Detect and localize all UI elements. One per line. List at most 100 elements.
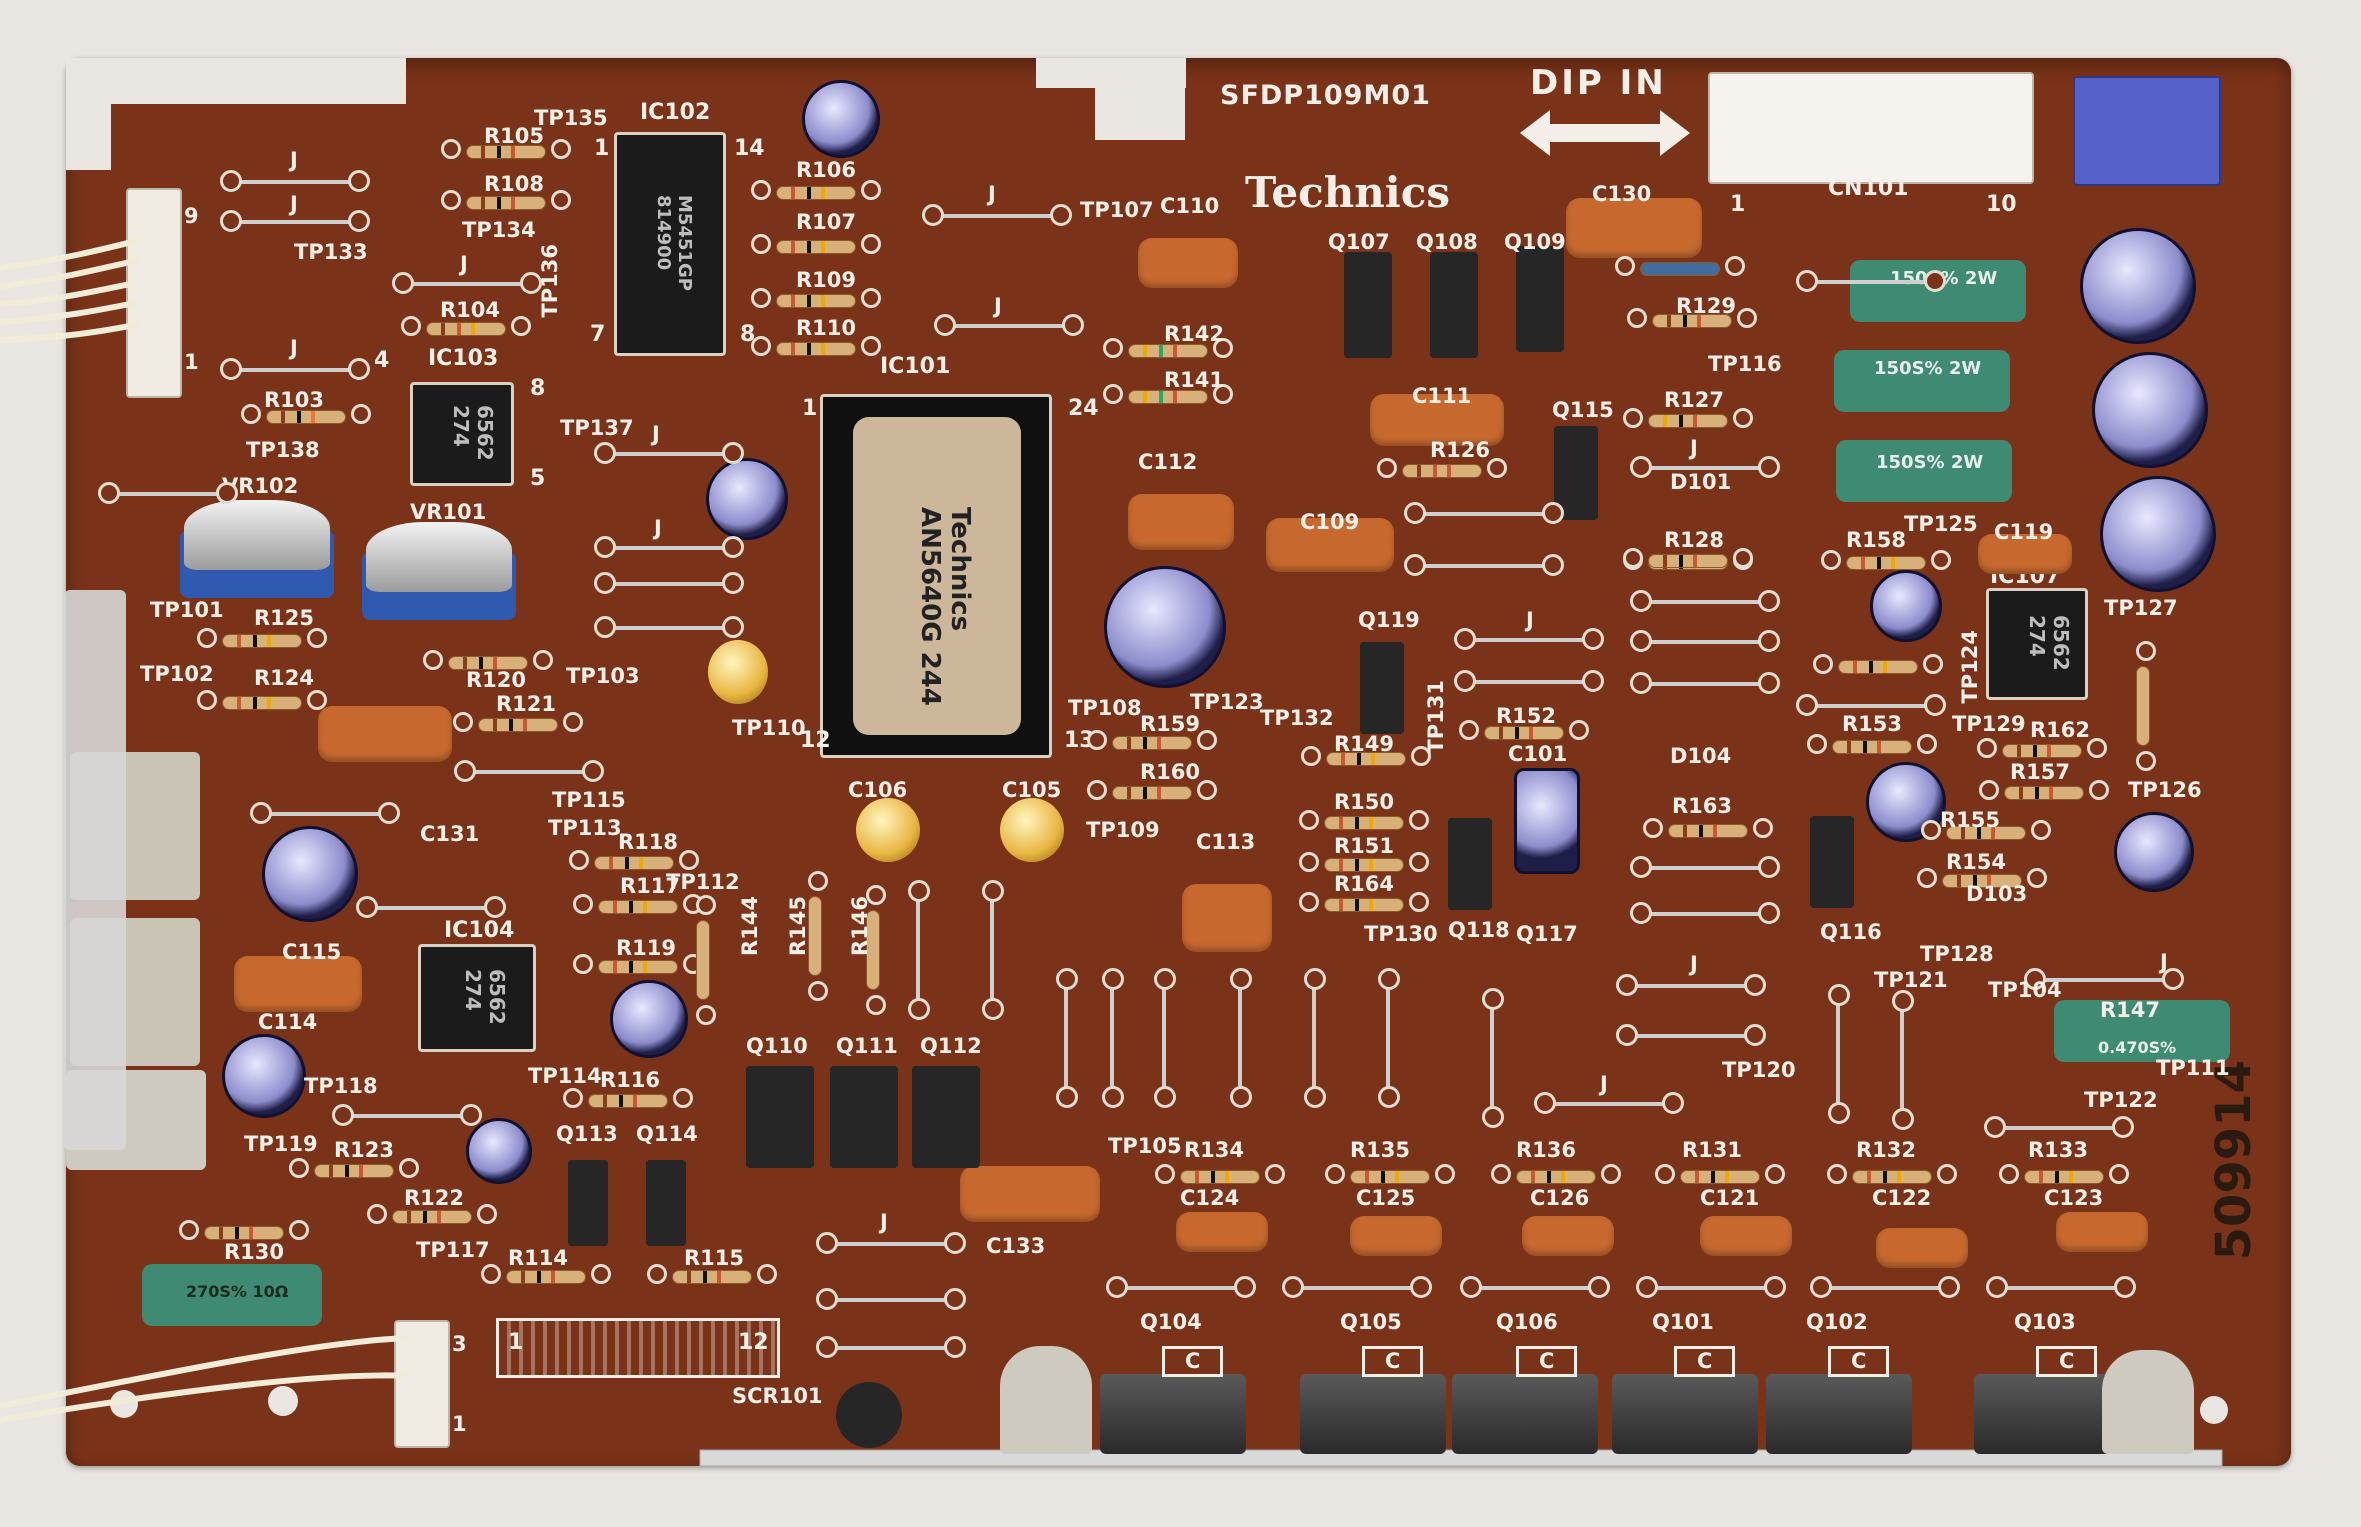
power-resistor: 270S% 10Ω: [142, 1264, 322, 1326]
electrolytic-cap: [706, 458, 788, 540]
film-cap: [1128, 494, 1234, 550]
blue-connector: [2073, 76, 2221, 186]
mounting-hole: [268, 1386, 298, 1416]
silk-c119: C119: [1994, 520, 2054, 544]
resistor: [1491, 1164, 1621, 1184]
silk-r163: R163: [1672, 794, 1733, 818]
transistor-q112: [912, 1066, 980, 1168]
silk-r117: R117: [620, 874, 681, 898]
silk-r104: R104: [440, 298, 501, 322]
film-cap: [1876, 1228, 1968, 1268]
electrolytic-cap: [466, 1118, 532, 1184]
silk-r122: R122: [404, 1186, 465, 1210]
film-cap: [1350, 1216, 1442, 1256]
tantalum-cap: [856, 798, 920, 862]
silk-r128: R128: [1664, 528, 1725, 552]
cn101-pin10: 10: [1986, 192, 2017, 217]
silk-tp134: TP134: [462, 218, 536, 242]
ic101-chip: Technics AN5640G 244: [820, 394, 1052, 758]
resistor: [423, 650, 553, 670]
electrolytic-cap: [802, 80, 880, 158]
ic104-chip: 6562 274: [418, 944, 536, 1052]
jumper: [1810, 1276, 1960, 1298]
board-notch: [66, 58, 406, 104]
vr102-trimmer: [180, 500, 334, 598]
silk-c-box: C: [1674, 1346, 1736, 1377]
silk-c-box: C: [1162, 1346, 1224, 1377]
resistor: [1087, 730, 1217, 750]
jumper: [1630, 456, 1780, 478]
silk-r160: R160: [1140, 760, 1201, 784]
ic103-chip: 6562 274: [410, 382, 514, 486]
film-cap: [1138, 238, 1238, 288]
film-cap: [2056, 1212, 2148, 1252]
resistor: [1325, 1164, 1455, 1184]
silk-r119: R119: [616, 936, 677, 960]
silk-r109: R109: [796, 268, 857, 292]
power-resistor-marking: 150S% 2W: [1876, 452, 1984, 473]
jumper: [1796, 694, 1946, 716]
jumper: [2024, 968, 2184, 990]
electrolytic-cap: [2080, 228, 2196, 344]
silk-tp121: TP121: [1874, 968, 1948, 992]
resistor: [1103, 384, 1233, 404]
silk-r133: R133: [2028, 1138, 2089, 1162]
silk-j: J: [1526, 608, 1534, 632]
silk-tp109: TP109: [1086, 818, 1160, 842]
silk-c126: C126: [1530, 1186, 1590, 1210]
resistor: [573, 894, 703, 914]
jumper: [922, 204, 1072, 226]
silk-c114: C114: [258, 1010, 318, 1034]
silk-j: J: [1690, 436, 1698, 460]
silk-r132: R132: [1856, 1138, 1917, 1162]
resistor: [1977, 738, 2107, 758]
silk-c124: C124: [1180, 1186, 1240, 1210]
jumper: [1454, 670, 1604, 692]
jumper: [220, 210, 370, 232]
resistor: [751, 180, 881, 200]
electrolytic-cap: [2100, 476, 2216, 592]
silk-d103: D103: [1966, 882, 2028, 906]
jumper: [816, 1288, 966, 1310]
silk-r131: R131: [1682, 1138, 1743, 1162]
resistor: [197, 628, 327, 648]
silk-c109: C109: [1300, 510, 1360, 534]
silk-c113: C113: [1196, 830, 1256, 854]
jumper: [816, 1232, 966, 1254]
silk-tp119: TP119: [244, 1132, 318, 1156]
silk-tp114: TP114: [528, 1064, 602, 1088]
silk-j: J: [290, 192, 298, 216]
electrolytic-cap: [262, 826, 358, 922]
silk-r110: R110: [796, 316, 857, 340]
silk-tp101: TP101: [150, 598, 224, 622]
silk-tp124: TP124: [1958, 630, 1982, 704]
silk-tp122: TP122: [2084, 1088, 2158, 1112]
silk-q108: Q108: [1416, 230, 1478, 254]
wire-connector-pin3: 3: [452, 1332, 467, 1356]
silk-r154: R154: [1946, 850, 2007, 874]
output-transistor-q101: [1612, 1374, 1758, 1454]
resistor: [1155, 1164, 1285, 1184]
silk-r125: R125: [254, 606, 315, 630]
header-pin1: 1: [508, 1330, 524, 1355]
electrolytic-cap: [1104, 566, 1226, 688]
silk-j: J: [654, 516, 662, 540]
resistor: [751, 234, 881, 254]
part-number: SFDP109M01: [1220, 80, 1431, 111]
silk-c110: C110: [1160, 194, 1220, 218]
silk-q101: Q101: [1652, 1310, 1714, 1334]
header-12pin: [496, 1318, 780, 1378]
silk-c122: C122: [1872, 1186, 1932, 1210]
silk-r126: R126: [1430, 438, 1491, 462]
resistor: [1615, 256, 1745, 276]
ic101-pin13: 13: [1064, 728, 1095, 753]
silk-tp112: TP112: [666, 870, 740, 894]
jumper-vertical: [1490, 1008, 1494, 1108]
silk-c121: C121: [1700, 1186, 1760, 1210]
jumper: [220, 170, 370, 192]
jumper: [1630, 590, 1780, 612]
silk-c125: C125: [1356, 1186, 1416, 1210]
silk-j: J: [2160, 950, 2168, 974]
silk-tp103: TP103: [566, 664, 640, 688]
ic102-pin7: 7: [590, 322, 606, 347]
